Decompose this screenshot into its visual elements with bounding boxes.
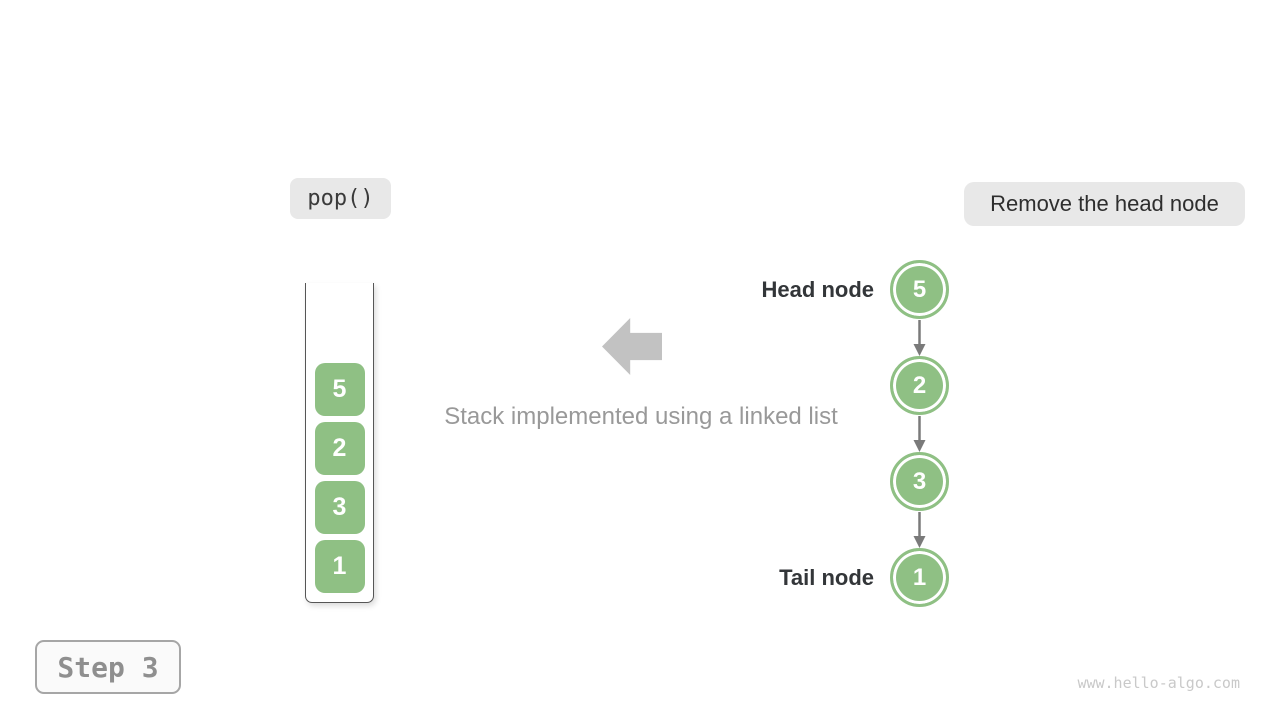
step-label: Step 3 [57, 650, 159, 684]
linked-list-node: 3 [890, 452, 949, 511]
linked-list-node: 1 [890, 548, 949, 607]
annotation-badge: Remove the head node [964, 182, 1245, 226]
caption-text: Stack implemented using a linked list [444, 403, 838, 430]
tail-node-label: Tail node [779, 565, 874, 590]
watermark-text: www.hello-algo.com [1077, 674, 1240, 692]
stack-container: 5 2 3 1 [305, 283, 374, 603]
pop-operation-badge: pop() [290, 178, 391, 219]
stack-item: 3 [314, 481, 365, 534]
step-badge: Step 3 [35, 640, 181, 694]
stack-item: 2 [314, 422, 365, 475]
down-arrow-icon [913, 512, 926, 548]
left-arrow-icon [602, 318, 662, 375]
linked-list-node: 2 [890, 356, 949, 415]
stack-item: 5 [314, 363, 365, 416]
linked-list-node: 5 [890, 260, 949, 319]
head-node-label: Head node [761, 277, 874, 302]
stack-item: 1 [314, 540, 365, 593]
down-arrow-icon [913, 320, 926, 356]
down-arrow-icon [913, 416, 926, 452]
annotation-label: Remove the head node [990, 191, 1219, 216]
pop-operation-label: pop() [307, 186, 374, 211]
